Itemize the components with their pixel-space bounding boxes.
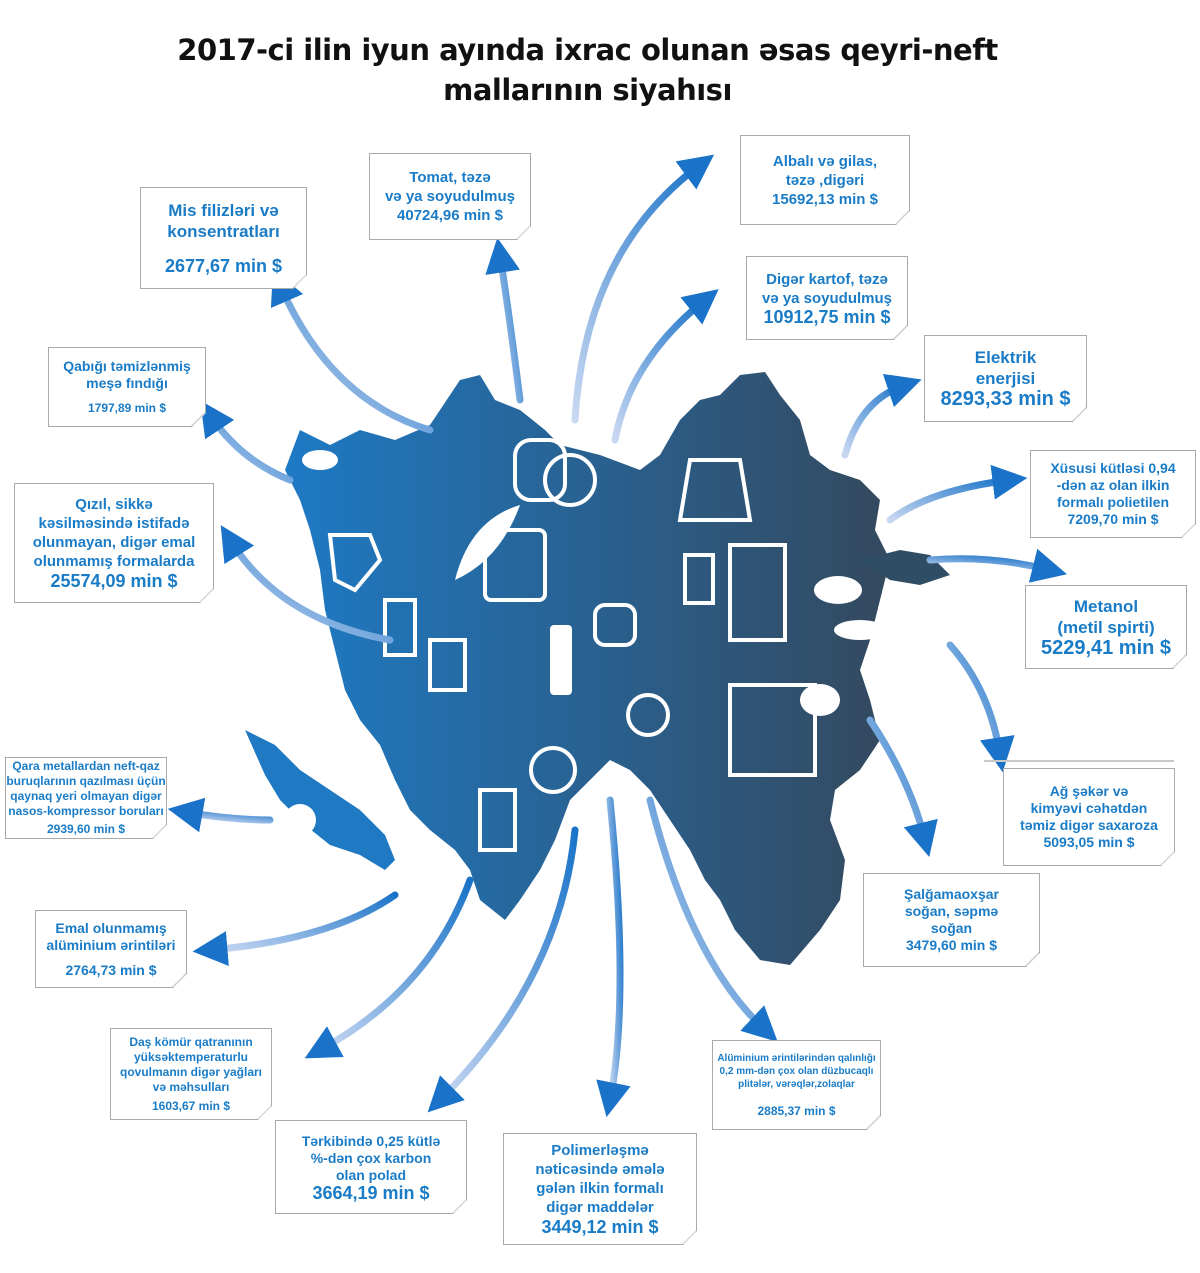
box-value: 15692,13 min $: [772, 190, 878, 208]
box-label: Şalğamaoxşar soğan, səpmə soğan: [904, 886, 999, 936]
bird-icon: [302, 450, 338, 470]
arrow-seker: [946, 641, 1015, 773]
arrow-albali: [571, 154, 715, 424]
box-value: 3449,12 min $: [541, 1217, 659, 1237]
box-label: Emal olunmamış alüminium ərintiləri: [46, 919, 176, 953]
arrow-elektrik: [841, 373, 922, 459]
export-arrows: [167, 154, 1067, 1118]
box-label: Qızıl, sikkə kəsilməsində istifadə olunm…: [32, 496, 196, 570]
box-kartof: Digər kartof, təzə və ya soyudulmuş 1091…: [746, 256, 908, 340]
map-solid-icons: [284, 450, 886, 836]
box-polad: Tərkibində 0,25 kütlə %-dən çox karbon o…: [275, 1120, 467, 1214]
hazelnut-icon: [284, 804, 316, 836]
box-value: 3479,60 min $: [905, 937, 998, 953]
arrow-findiq: [200, 400, 294, 484]
box-label: Mis filizləri və konsentratları: [167, 200, 280, 241]
arrow-tomat: [485, 237, 524, 404]
box-value: 2885,37 min $: [757, 1104, 836, 1118]
box-label: Metanol (metil spirti): [1057, 596, 1155, 637]
title-line-1: 2017-ci ilin iyun ayında ixrac olunan əs…: [177, 33, 998, 67]
pasta-plate-icon: [834, 620, 886, 640]
box-value: 5229,41 min $: [1040, 636, 1172, 659]
liquor-bottle-icon: [478, 788, 517, 852]
box-value: 1603,67 min $: [151, 1098, 231, 1113]
dress-icon: [677, 458, 753, 522]
page-title: 2017-ci ilin iyun ayında ixrac olunan əs…: [0, 30, 1175, 110]
azerbaijan-map: [245, 372, 950, 965]
milk-carton-icon-2: [683, 553, 715, 605]
box-label: Alüminium ərintilərindən qalınlığı 0,2 m…: [717, 1053, 876, 1090]
coffee-pot-icon: [728, 543, 787, 642]
box-value: 8293,33 min $: [940, 388, 1071, 410]
map-icons: [327, 438, 817, 852]
box-das-komur: Daş kömür qatranının yüksəktemperaturlu …: [110, 1028, 272, 1120]
arrow-aluminium-plite: [646, 796, 778, 1042]
box-seker: Ağ şəkər və kimyəvi cəhətdən təmiz digər…: [1003, 768, 1175, 866]
box-value: 7209,70 min $: [1067, 511, 1159, 527]
box-mis: Mis filizləri və konsentratları 2677,67 …: [140, 187, 307, 289]
box-boru: Qara metallardan neft-qaz buruqlarının q…: [5, 757, 167, 839]
box-value: 1797,89 min $: [87, 400, 167, 415]
box-value: 2764,73 min $: [65, 961, 157, 978]
box-label: Albalı və gilas, təzə ,digəri: [772, 152, 878, 189]
box-sogan: Şalğamaoxşar soğan, səpmə soğan 3479,60 …: [863, 873, 1040, 967]
plant-pot-icon: [428, 638, 467, 692]
box-findiq: Qabığı təmizlənmiş meşə fındığı 1797,89 …: [48, 347, 206, 427]
box-albali: Albalı və gilas, təzə ,digəri 15692,13 m…: [740, 135, 910, 225]
box-polietilen: Xüsusi kütləsi 0,94 -dən az olan ilkin f…: [1030, 450, 1196, 538]
arrow-polimer: [596, 796, 631, 1118]
arrow-das-komur: [304, 876, 474, 1059]
arrow-kartof: [611, 289, 719, 444]
arrow-metanol: [926, 548, 1067, 583]
box-polimer: Polimerləşmə nəticəsində əmələ gələn ilk…: [503, 1133, 697, 1245]
bottle-icon: [513, 438, 567, 502]
hen-icon: [800, 684, 840, 716]
box-value: 10912,75 min $: [763, 306, 891, 327]
box-tomat: Tomat, təzə və ya soyudulmuş 40724,96 mi…: [369, 153, 531, 240]
box-label: Elektrik enerjisi: [974, 348, 1037, 388]
box-label: Ağ şəkər və kimyəvi cəhətdən təmiz digər…: [1020, 783, 1158, 833]
box-value: 40724,96 min $: [397, 207, 503, 224]
box-label: Xüsusi kütləsi 0,94 -dən az olan ilkin f…: [1050, 460, 1176, 510]
box-elektrik: Elektrik enerjisi 8293,33 min $: [924, 335, 1087, 422]
divider-line: [984, 760, 1174, 762]
box-label: Qara metallardan neft-qaz buruqlarının q…: [6, 759, 166, 818]
arrow-aluminium-erinti: [192, 891, 399, 966]
nuts-bowl-icon: [626, 693, 670, 737]
title-line-2: mallarının siyahısı: [443, 73, 732, 107]
box-label: Digər kartof, təzə və ya soyudulmuş: [761, 270, 893, 307]
pomegranate-icon: [529, 746, 577, 794]
milk-carton-icon: [383, 598, 417, 657]
box-aluminium-plite: Alüminium ərintilərindən qalınlığı 0,2 m…: [712, 1040, 881, 1130]
box-label: Daş kömür qatranının yüksəktemperaturlu …: [119, 1034, 263, 1094]
water-bottle-icon: [550, 625, 572, 695]
arrow-sogan: [866, 716, 938, 857]
box-value: 3664,19 min $: [312, 1182, 430, 1203]
baby-onesie-icon: [327, 533, 383, 593]
box-label: Tomat, təzə və ya soyudulmuş: [384, 169, 516, 205]
box-value: 2677,67 min $: [164, 255, 283, 276]
box-label: Qabığı təmizlənmiş meşə fındığı: [63, 357, 191, 391]
leaf-icon: [455, 505, 520, 580]
box-label: Tərkibində 0,25 kütlə %-dən çox karbon o…: [301, 1132, 441, 1183]
box-label: Polimerləşmə nəticəsində əmələ gələn ilk…: [535, 1142, 665, 1216]
arrow-qizil: [220, 525, 394, 644]
office-chair-icon: [593, 603, 637, 647]
arrow-mis: [270, 268, 434, 434]
box-metanol: Metanol (metil spirti) 5229,41 min $: [1025, 585, 1187, 669]
box-qizil: Qızıl, sikkə kəsilməsində istifadə olunm…: [14, 483, 214, 603]
paint-bucket-icon: [483, 528, 547, 602]
box-aluminium-erinti: Emal olunmamış alüminium ərintiləri 2764…: [35, 910, 187, 988]
roast-chicken-icon: [814, 576, 862, 604]
box-value: 2939,60 min $: [46, 822, 126, 836]
bread-icon: [543, 453, 597, 507]
box-value: 5093,05 min $: [1043, 834, 1135, 850]
box-value: 25574,09 min $: [50, 571, 178, 591]
arrow-polietilen: [886, 464, 1028, 524]
bookshelf-icon: [728, 683, 817, 777]
arrow-boru: [167, 797, 274, 833]
arrow-polad: [427, 826, 579, 1113]
